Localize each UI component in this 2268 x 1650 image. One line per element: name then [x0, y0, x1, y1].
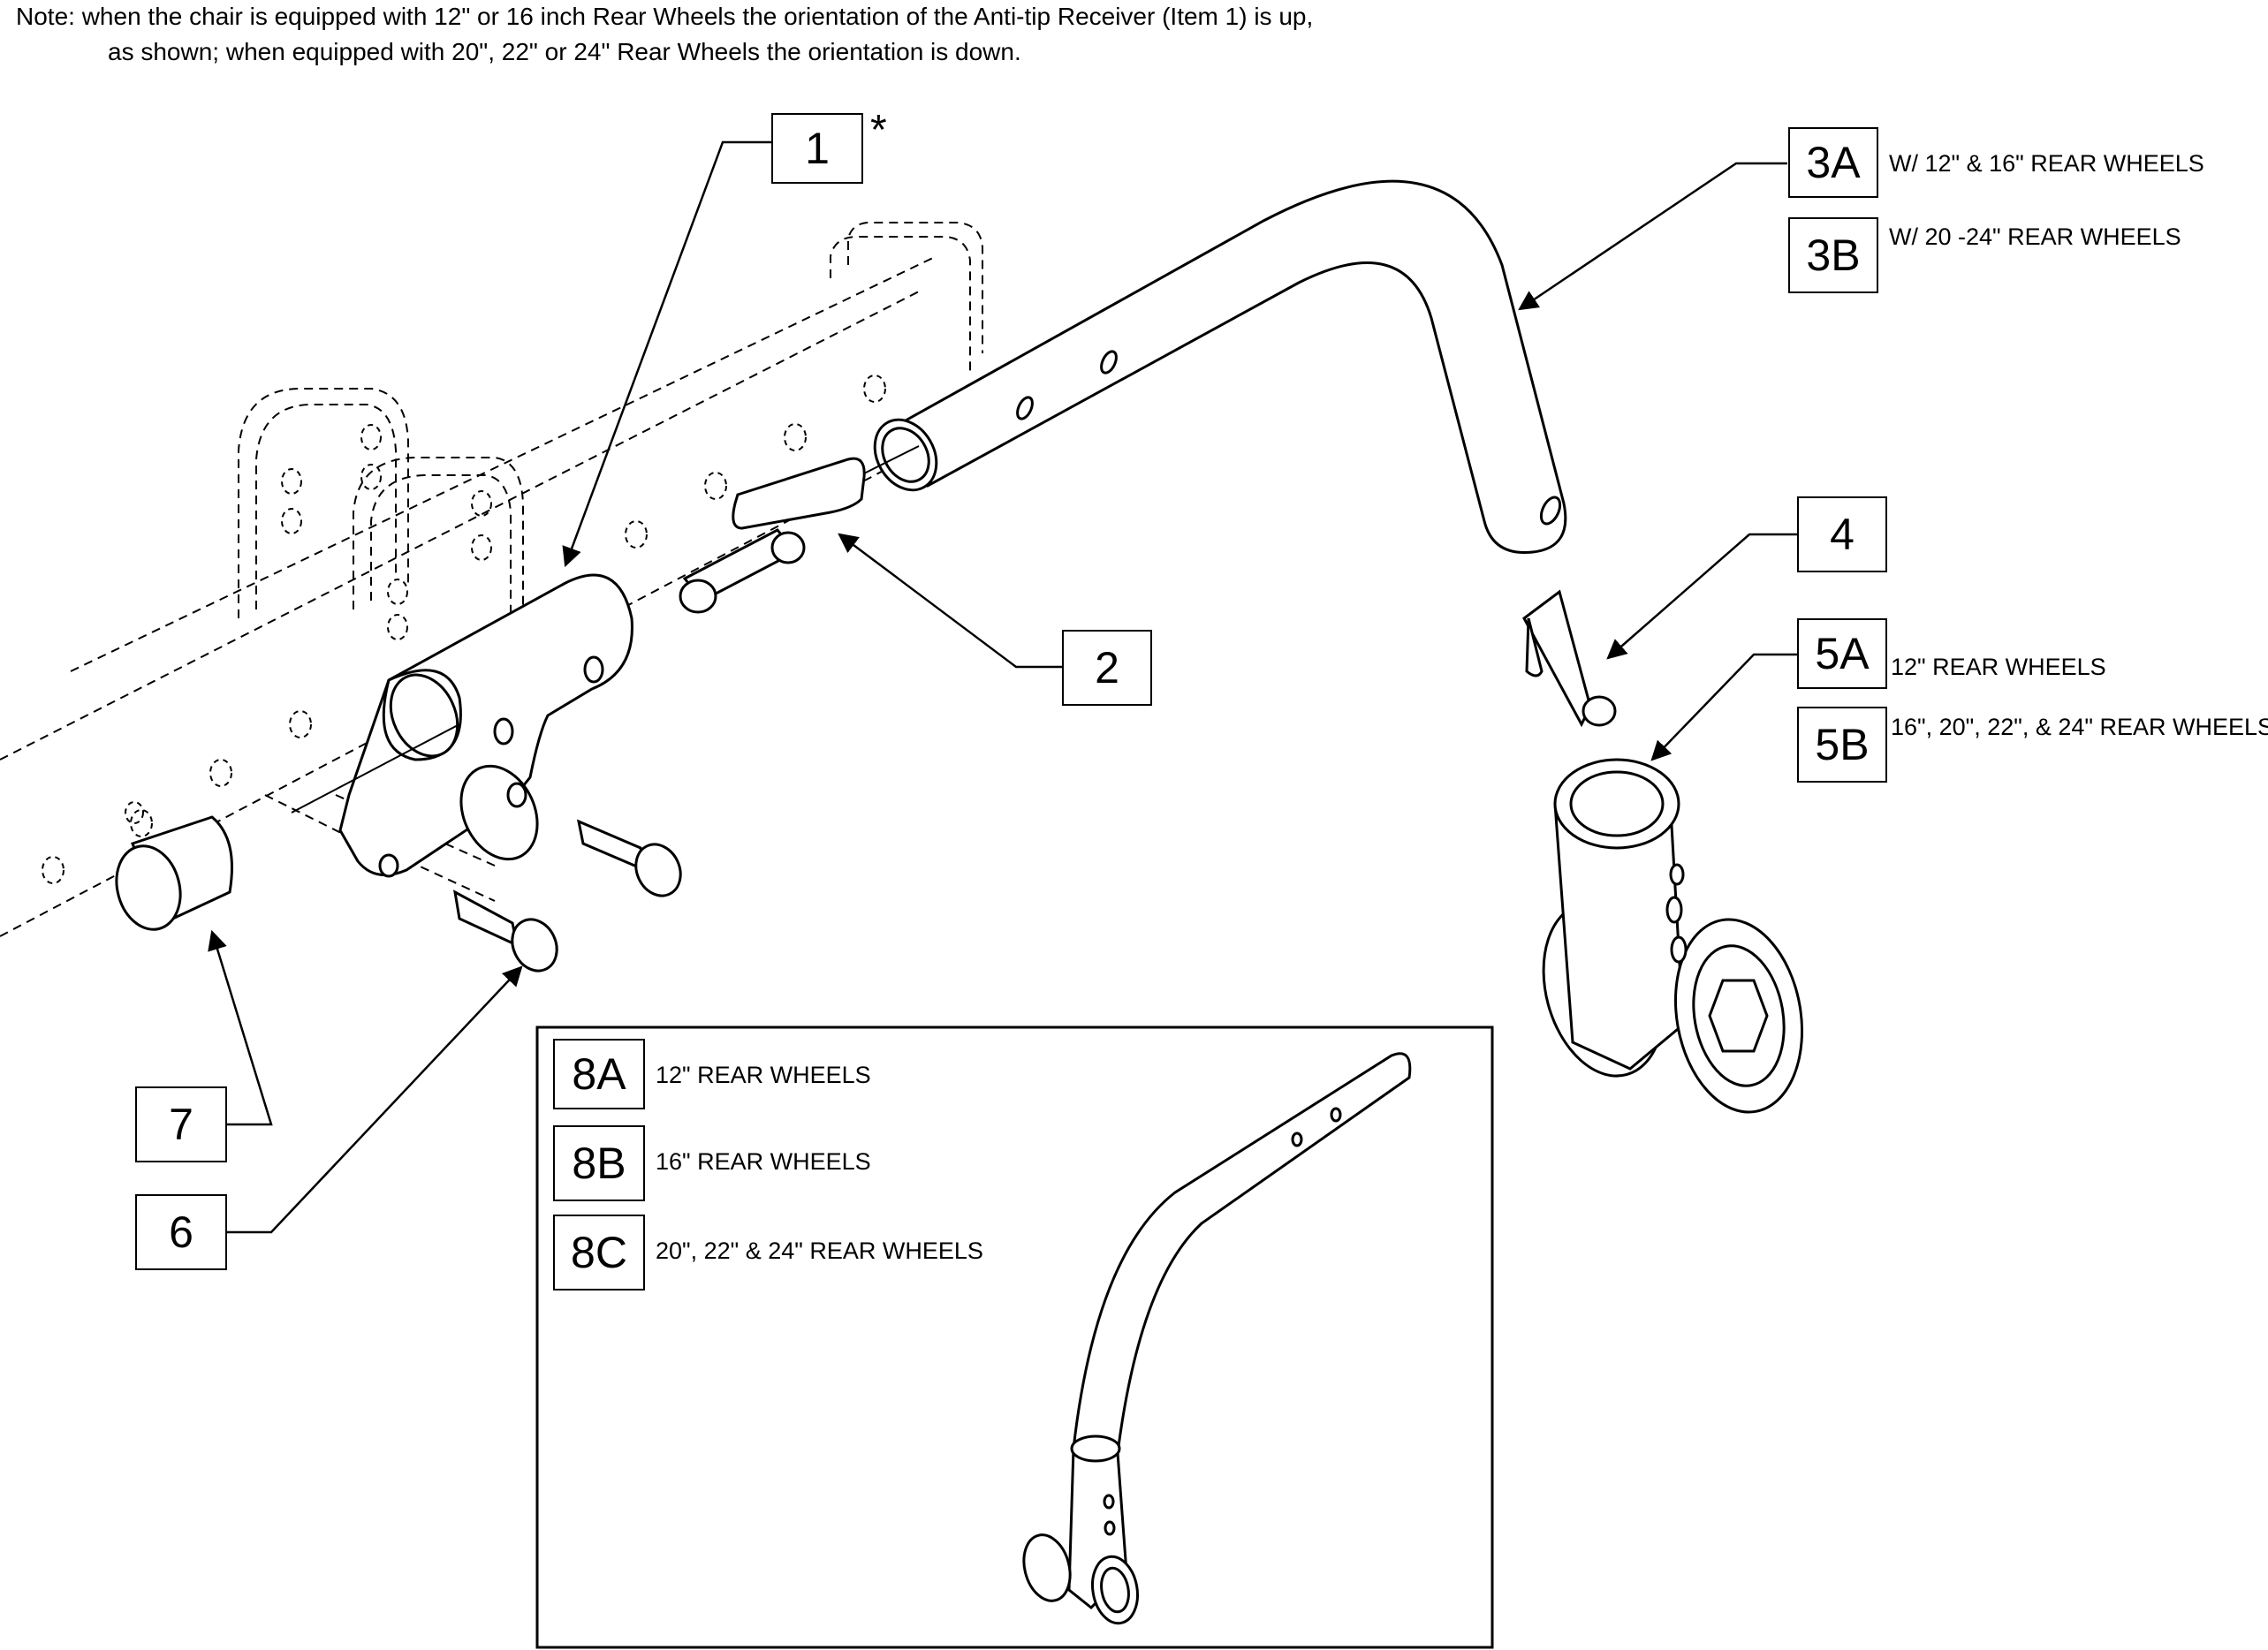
- callout-8a-label: 12" REAR WHEELS: [656, 1062, 871, 1088]
- callout-1-asterisk: *: [870, 107, 887, 154]
- callout-8c-label: 20", 22" & 24" REAR WHEELS: [656, 1238, 983, 1264]
- quick-release-pin: [679, 457, 866, 614]
- callout-1: 1: [771, 113, 863, 184]
- callout-3a: 3A: [1788, 127, 1878, 198]
- callout-3b-label: W/ 20 -24" REAR WHEELS: [1889, 223, 2181, 250]
- anti-tip-receiver: [338, 573, 633, 878]
- inset-frame: [535, 1026, 1494, 1649]
- small-pin: [1522, 589, 1617, 728]
- callout-5a-label: 12" REAR WHEELS: [1891, 654, 2106, 680]
- wheel-assembly: [1542, 758, 1804, 1114]
- callout-6: 6: [135, 1194, 227, 1270]
- leader-lines: [208, 140, 1797, 1234]
- inset-tube: [1022, 1052, 1412, 1625]
- callout-3b: 3B: [1788, 217, 1878, 293]
- callout-8c: 8C: [553, 1215, 645, 1290]
- callout-8b-label: 16" REAR WHEELS: [656, 1148, 871, 1175]
- end-cap: [115, 815, 233, 931]
- callout-7: 7: [135, 1086, 227, 1162]
- callout-5b: 5B: [1797, 707, 1887, 783]
- note-line-1: Note: when the chair is equipped with 12…: [16, 3, 1314, 30]
- callout-8a: 8A: [553, 1039, 645, 1109]
- callout-5a: 5A: [1797, 618, 1887, 689]
- anti-tip-tube: [873, 179, 1567, 555]
- socket-head-screws: [453, 819, 682, 973]
- frame-holes: [42, 375, 886, 884]
- note-line-2: as shown; when equipped with 20", 22" or…: [108, 38, 1021, 65]
- callout-2: 2: [1062, 630, 1152, 706]
- callout-3a-label: W/ 12" & 16" REAR WHEELS: [1889, 150, 2204, 177]
- callout-5b-label: 16", 20", 22", & 24" REAR WHEELS: [1891, 714, 2268, 740]
- callout-8b: 8B: [553, 1125, 645, 1201]
- callout-4: 4: [1797, 496, 1887, 572]
